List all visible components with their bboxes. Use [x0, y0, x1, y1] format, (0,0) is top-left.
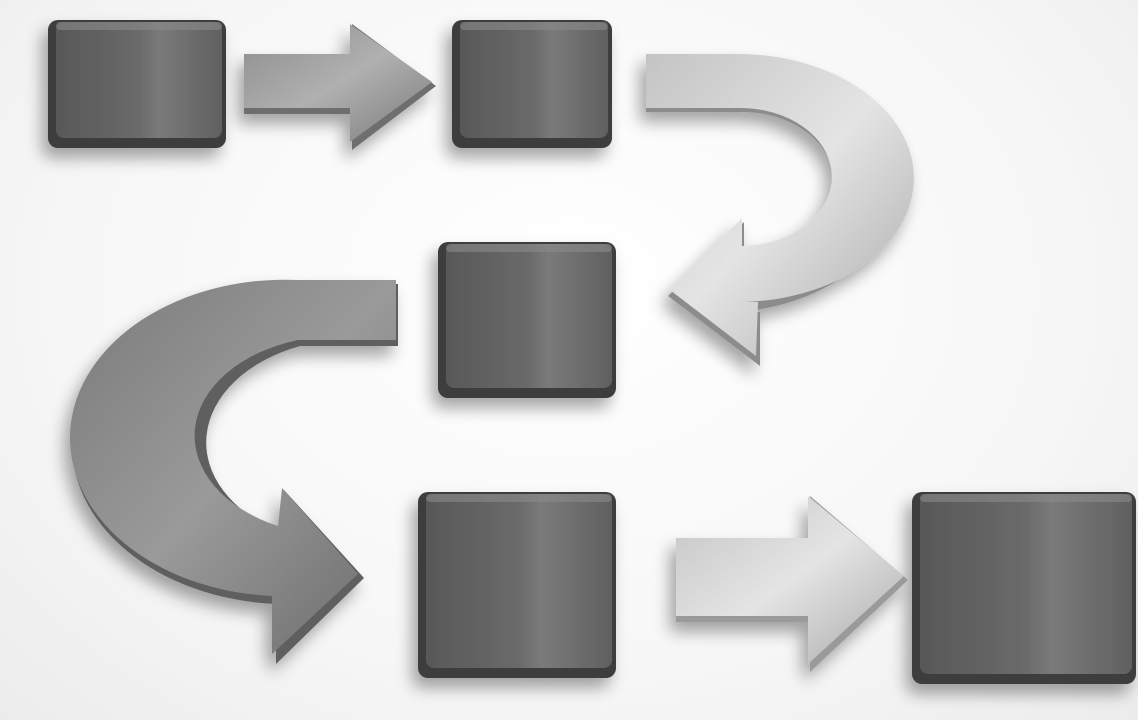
- step-block-5: [912, 492, 1136, 684]
- arrow-right-1: [244, 24, 436, 150]
- step-block-4: [418, 492, 616, 678]
- step-block-2: [452, 20, 612, 148]
- arrow-u-turn-right: [646, 54, 914, 366]
- step-block-3: [438, 242, 616, 398]
- step-block-1: [48, 20, 226, 148]
- arrow-u-turn-left: [70, 280, 398, 664]
- arrow-right-2: [676, 496, 908, 672]
